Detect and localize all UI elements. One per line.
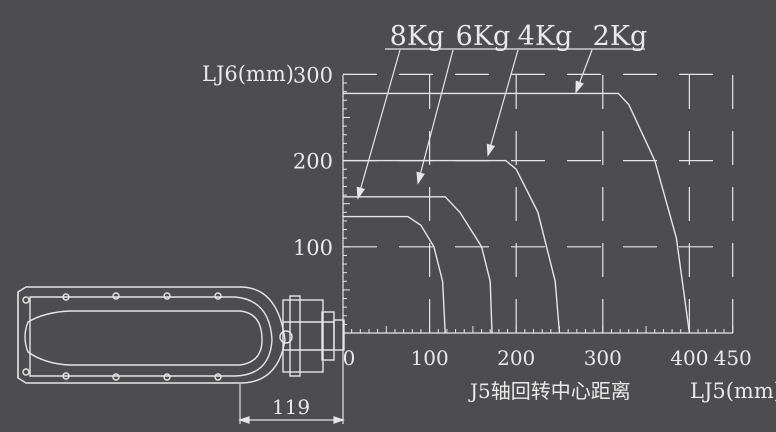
axes [342,75,733,340]
grid [343,73,734,333]
leader-6kg [417,49,454,184]
y-tick-label: 100 [293,236,333,260]
dimension-label: 119 [272,395,310,419]
leader-4kg [487,49,519,156]
y-tick-label: 300 [293,63,333,87]
x-axis-label: LJ5(mm) [690,379,776,403]
series-label-4kg: 4Kg [518,21,573,52]
leader-lines [356,48,645,200]
y-tick-labels: 100 200 300 [293,63,333,259]
x-axis-caption: J5轴回转中心距离 [468,379,631,403]
dimension-arrow-left [238,416,250,424]
curve-4kg [343,159,561,334]
dimension-119 [238,340,345,424]
curve-6kg [343,196,493,334]
x-tick-label: 450 [714,346,752,370]
series-label-2kg: 2Kg [593,21,648,52]
x-tick-label: 0 [343,346,356,370]
payload-curves [343,92,691,334]
wrist-plate [321,311,335,361]
series-label-8kg: 8Kg [390,21,445,52]
dimension-arrow-right [333,416,345,424]
curve-2kg [343,92,691,334]
leader-arrow-8kg [356,186,366,200]
robot-arm-drawing [17,286,345,384]
j5-axis-center [279,330,293,344]
arm-screws [22,292,222,381]
arm-outline-inner [29,296,273,377]
leader-arrow-6kg [416,171,425,185]
j5-block [333,319,345,351]
leader-arrow-4kg [486,143,496,157]
y-axis-label: LJ6(mm) [202,62,294,86]
curve-8kg [343,215,446,334]
wrist-flange-inner [289,295,301,377]
series-label-6kg: 6Kg [456,21,511,52]
leader-8kg [357,49,401,199]
arm-outline [17,286,286,384]
x-tick-label: 100 [411,346,449,370]
x-tick-label: 300 [584,346,622,370]
arm-inner-loop [24,310,263,366]
x-tick-label: 400 [670,346,708,370]
leader-arrow-2kg [575,80,584,94]
y-tick-label: 200 [293,150,333,174]
minor-ticks [343,73,734,333]
wrist-flange [282,299,324,373]
x-tick-label: 200 [497,346,535,370]
